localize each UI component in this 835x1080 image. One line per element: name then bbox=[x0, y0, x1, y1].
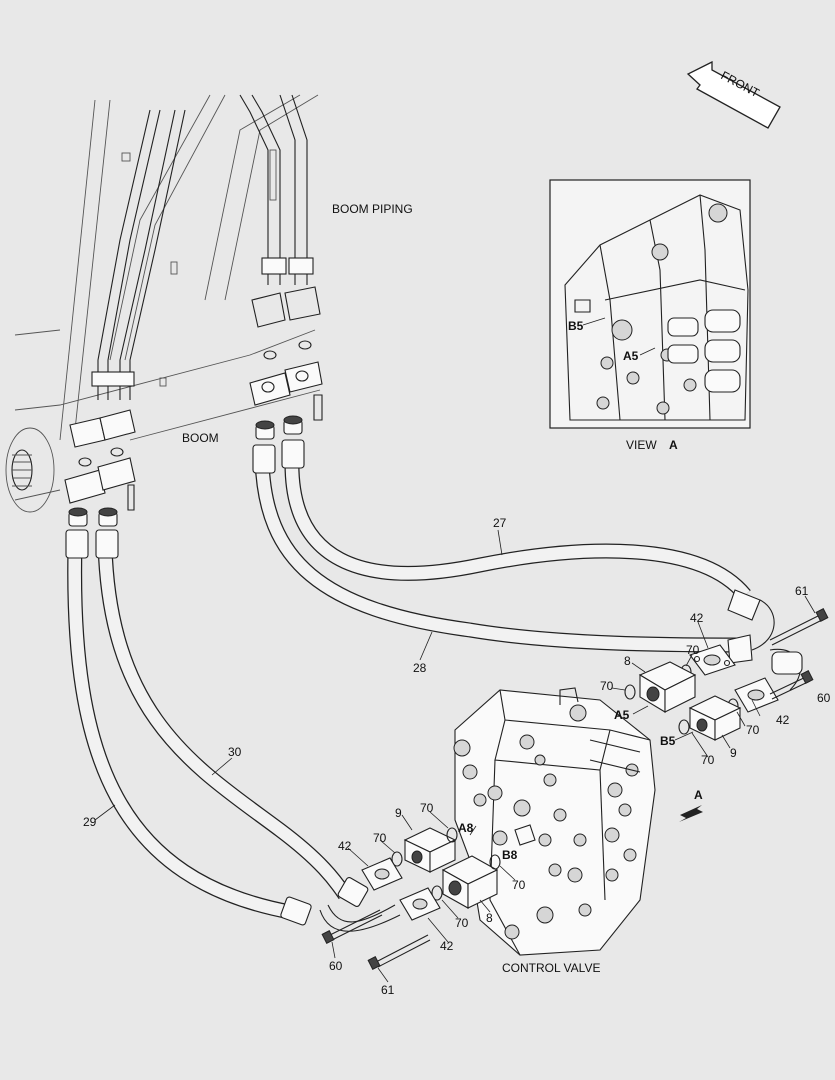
arrow-a-label: A bbox=[694, 788, 703, 802]
callout-42-left: 42 bbox=[338, 839, 352, 853]
block-9-left bbox=[403, 827, 457, 873]
callout-60-right: 60 bbox=[817, 691, 831, 705]
callout-42-right: 42 bbox=[776, 713, 790, 727]
block-8-left bbox=[441, 855, 499, 909]
callout-8-top: 8 bbox=[624, 654, 631, 668]
view-a-inset bbox=[549, 179, 751, 429]
block-9-right bbox=[688, 695, 742, 741]
callout-70-a: 70 bbox=[686, 643, 700, 657]
hose-fittings-upper bbox=[252, 415, 305, 474]
view-label: VIEW bbox=[626, 438, 657, 452]
callout-28: 28 bbox=[413, 661, 427, 675]
callout-29: 29 bbox=[83, 815, 97, 829]
front-arrow: FRONT bbox=[686, 60, 781, 129]
callout-70-b: 70 bbox=[600, 679, 614, 693]
view-a-arrow bbox=[679, 805, 703, 822]
o-rings-left bbox=[391, 827, 501, 901]
callout-9-right: 9 bbox=[730, 746, 737, 760]
hose-fittings-left bbox=[65, 507, 119, 559]
callout-70-e: 70 bbox=[420, 801, 434, 815]
block-8-right bbox=[638, 661, 697, 713]
text-labels: BOOM PIPING BOOM VIEW A CONTROL VALVE A … bbox=[83, 202, 831, 997]
flange-42-left bbox=[361, 857, 403, 891]
boom-label: BOOM bbox=[182, 431, 219, 445]
port-a5: A5 bbox=[614, 708, 630, 722]
callout-70-f: 70 bbox=[373, 831, 387, 845]
callout-42-bottom: 42 bbox=[440, 939, 454, 953]
flange-42-bottom bbox=[399, 887, 441, 921]
flange-42-top bbox=[689, 644, 736, 676]
boom-side-tubes bbox=[64, 109, 186, 511]
bolt-60-right bbox=[769, 670, 814, 700]
flange-42-right bbox=[734, 677, 779, 713]
boom-piping-label: BOOM PIPING bbox=[332, 202, 413, 216]
callout-9-left: 9 bbox=[395, 806, 402, 820]
control-valve bbox=[453, 687, 656, 956]
callout-70-c: 70 bbox=[746, 723, 760, 737]
hose-30 bbox=[97, 544, 352, 900]
port-b8: B8 bbox=[502, 848, 518, 862]
callout-27: 27 bbox=[493, 516, 507, 530]
callout-30: 30 bbox=[228, 745, 242, 759]
bolt-61-top bbox=[769, 608, 829, 646]
callout-60-left: 60 bbox=[329, 959, 343, 973]
port-b5: B5 bbox=[660, 734, 676, 748]
callout-61-top: 61 bbox=[795, 584, 809, 598]
bolt-60-left bbox=[321, 909, 383, 944]
callout-61-bottom: 61 bbox=[381, 983, 395, 997]
hose-29 bbox=[67, 544, 292, 920]
boom-structure bbox=[5, 94, 321, 513]
port-a5-inset: A5 bbox=[623, 349, 639, 363]
callout-70-g: 70 bbox=[512, 878, 526, 892]
hose-28 bbox=[254, 459, 741, 653]
hose-27 bbox=[284, 459, 751, 601]
bolt-61-bottom bbox=[367, 934, 431, 970]
callout-70-d: 70 bbox=[701, 753, 715, 767]
boom-piping-tubes bbox=[239, 94, 323, 421]
port-b5-inset: B5 bbox=[568, 319, 584, 333]
hose-fittings-right bbox=[727, 589, 803, 691]
leader-lines bbox=[94, 529, 816, 983]
callout-8-bottom: 8 bbox=[486, 911, 493, 925]
view-letter-label: A bbox=[669, 438, 678, 452]
callout-70-h: 70 bbox=[455, 916, 469, 930]
port-a8: A8 bbox=[458, 821, 474, 835]
control-valve-label: CONTROL VALVE bbox=[502, 961, 600, 975]
callout-42-top: 42 bbox=[690, 611, 704, 625]
